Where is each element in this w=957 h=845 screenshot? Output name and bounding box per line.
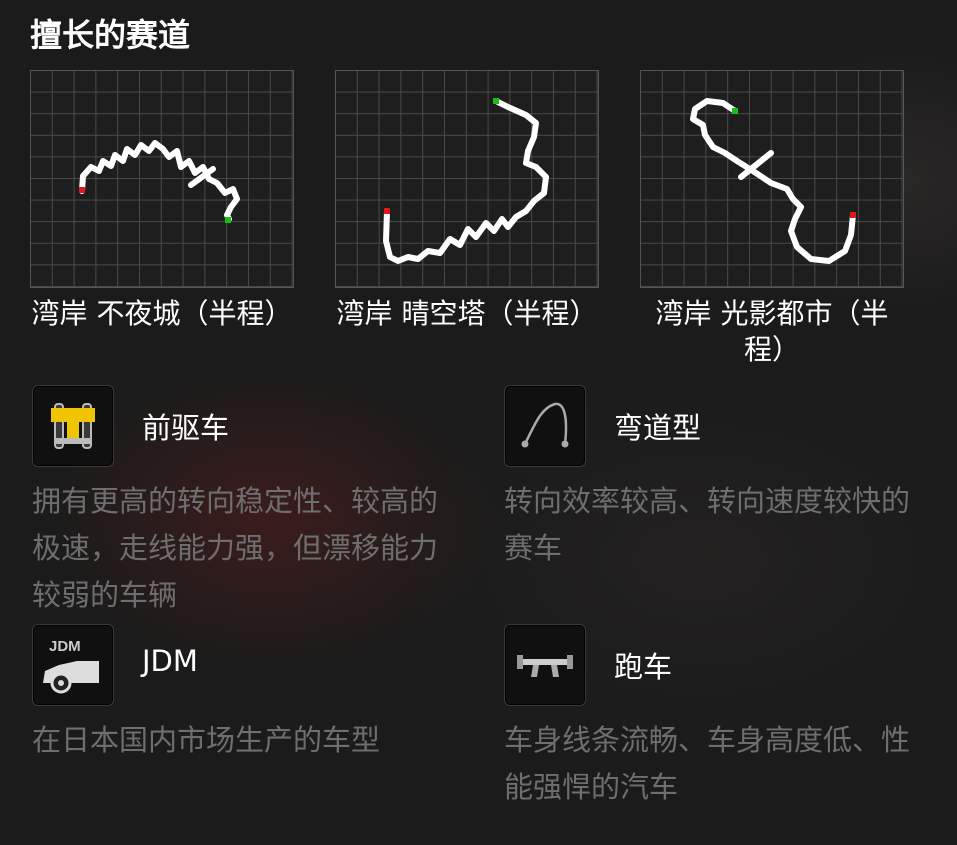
spoiler-icon [504, 624, 586, 706]
track-card-1[interactable]: 湾岸 不夜城（半程） [30, 70, 294, 332]
track-card-3[interactable]: 湾岸 光影都市（半程） [640, 70, 904, 368]
jdm-car-icon: JDM [32, 624, 114, 706]
track-map-2 [335, 70, 599, 288]
section-title: 擅长的赛道 [30, 16, 191, 54]
tag-title: 弯道型 [614, 411, 702, 445]
track-map-3 [640, 70, 904, 288]
tag-sports-car[interactable]: 跑车 车身线条流畅、车身高度低、性能强悍的汽车 [504, 624, 934, 824]
track-name-1: 湾岸 不夜城（半程） [31, 297, 293, 330]
front-drive-icon [32, 385, 114, 467]
track-card-2[interactable]: 湾岸 晴空塔（半程） [335, 70, 599, 332]
tag-curve[interactable]: 弯道型 转向效率较高、转向速度较快的赛车 [504, 385, 934, 585]
tag-title: 跑车 [614, 650, 673, 684]
track-path-2 [383, 98, 549, 264]
track-name-2: 湾岸 晴空塔（半程） [336, 297, 598, 330]
track-path-3 [690, 98, 856, 264]
tag-desc: 在日本国内市场生产的车型 [32, 723, 381, 757]
tag-desc: 转向效率较高、转向速度较快的赛车 [504, 484, 911, 565]
tag-desc: 车身线条流畅、车身高度低、性能强悍的汽车 [504, 723, 911, 804]
track-map-1 [30, 70, 294, 288]
svg-text:JDM: JDM [49, 638, 81, 655]
tag-desc: 拥有更高的转向稳定性、较高的极速，走线能力强，但漂移能力较弱的车辆 [32, 484, 439, 612]
tag-front-drive[interactable]: 前驱车 拥有更高的转向稳定性、较高的极速，走线能力强，但漂移能力较弱的车辆 [32, 385, 462, 615]
curve-icon [504, 385, 586, 467]
track-path-1 [79, 140, 240, 223]
tag-title: JDM [142, 644, 198, 678]
tag-title: 前驱车 [142, 411, 230, 445]
tag-jdm[interactable]: JDM JDM 在日本国内市场生产的车型 [32, 624, 462, 764]
track-name-3: 湾岸 光影都市（半程） [655, 297, 889, 366]
